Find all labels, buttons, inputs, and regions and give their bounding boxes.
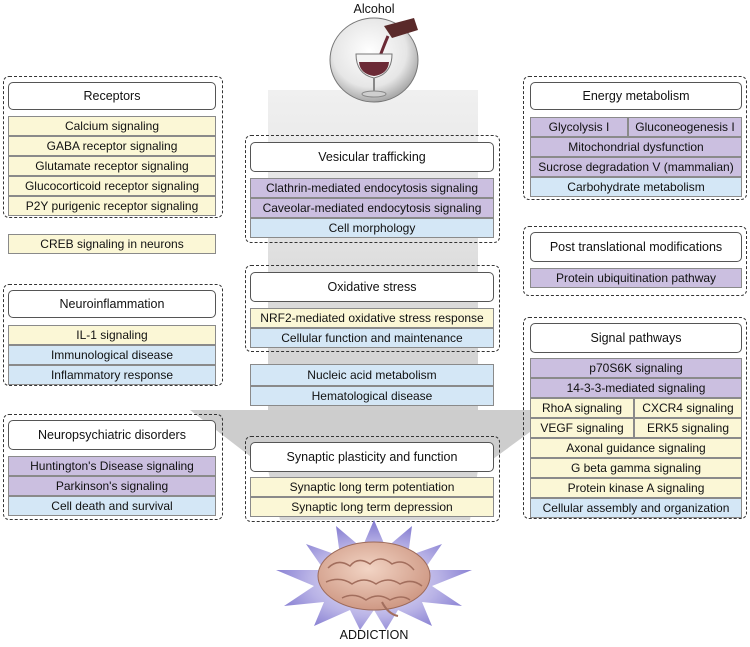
wine-glass-icon (329, 17, 419, 103)
vesicular-item: Caveolar-mediated endocytosis signaling (250, 198, 494, 218)
neuropsychiatric-item: Huntington's Disease signaling (8, 456, 216, 476)
oxidative-item: Cellular function and maintenance (250, 328, 494, 348)
signal-item: RhoA signaling (530, 398, 634, 418)
signal-item: p70S6K signaling (530, 358, 742, 378)
alcohol-label: Alcohol (353, 2, 395, 16)
receptor-item: Glutamate receptor signaling (8, 156, 216, 176)
oxidative-item: NRF2-mediated oxidative stress response (250, 308, 494, 328)
energy-item: Mitochondrial dysfunction (530, 137, 742, 157)
post-header: Post translational modifications (530, 232, 742, 262)
synaptic-group (245, 436, 500, 522)
signal-item: VEGF signaling (530, 418, 634, 438)
middle-item: Nucleic acid metabolism (250, 364, 494, 386)
neuropsychiatric-item: Cell death and survival (8, 496, 216, 516)
energy-item: Gluconeogenesis I (628, 117, 742, 137)
middle-item: Hematological disease (250, 386, 494, 406)
neuroinflammation-header: Neuroinflammation (8, 290, 216, 318)
neuroinflammation-group (3, 284, 223, 386)
energy-item: Sucrose degradation V (mammalian) (530, 157, 742, 177)
neuroinflammation-item: IL-1 signaling (8, 325, 216, 345)
receptor-item: GABA receptor signaling (8, 136, 216, 156)
energy-group (523, 76, 747, 200)
addiction-label: ADDICTION (339, 628, 409, 642)
signal-item: CXCR4 signaling (634, 398, 742, 418)
oxidative-header: Oxidative stress (250, 272, 494, 302)
signal-group (523, 317, 747, 519)
creb-item: CREB signaling in neurons (8, 234, 216, 254)
signal-item: Protein kinase A signaling (530, 478, 742, 498)
signal-item: Axonal guidance signaling (530, 438, 742, 458)
oxidative-group (245, 265, 500, 352)
energy-item: Glycolysis I (530, 117, 628, 137)
vesicular-item: Cell morphology (250, 218, 494, 238)
signal-item: Cellular assembly and organization (530, 498, 742, 518)
vesicular-group (245, 135, 500, 243)
receptor-item: P2Y purigenic receptor signaling (8, 196, 216, 216)
receptors-group (3, 76, 223, 218)
synaptic-item: Synaptic long term depression (250, 497, 494, 517)
neuropsychiatric-group (3, 414, 223, 520)
post-group (523, 226, 747, 296)
energy-item: Carbohydrate metabolism (530, 177, 742, 197)
brain-burst-icon (276, 520, 472, 630)
receptors-header: Receptors (8, 82, 216, 110)
receptor-item: Calcium signaling (8, 116, 216, 136)
synaptic-item: Synaptic long term potentiation (250, 477, 494, 497)
vesicular-item: Clathrin-mediated endocytosis signaling (250, 178, 494, 198)
signal-item: G beta gamma signaling (530, 458, 742, 478)
signal-item: ERK5 signaling (634, 418, 742, 438)
signal-header: Signal pathways (530, 323, 742, 353)
post-item: Protein ubiquitination pathway (530, 268, 742, 288)
neuropsychiatric-item: Parkinson's signaling (8, 476, 216, 496)
neuroinflammation-item: Immunological disease (8, 345, 216, 365)
energy-header: Energy metabolism (530, 82, 742, 110)
receptor-item: Glucocorticoid receptor signaling (8, 176, 216, 196)
neuropsychiatric-header: Neuropsychiatric disorders (8, 420, 216, 450)
synaptic-header: Synaptic plasticity and function (250, 442, 494, 472)
neuroinflammation-item: Inflammatory response (8, 365, 216, 385)
signal-item: 14-3-3-mediated signaling (530, 378, 742, 398)
vesicular-header: Vesicular trafficking (250, 142, 494, 172)
